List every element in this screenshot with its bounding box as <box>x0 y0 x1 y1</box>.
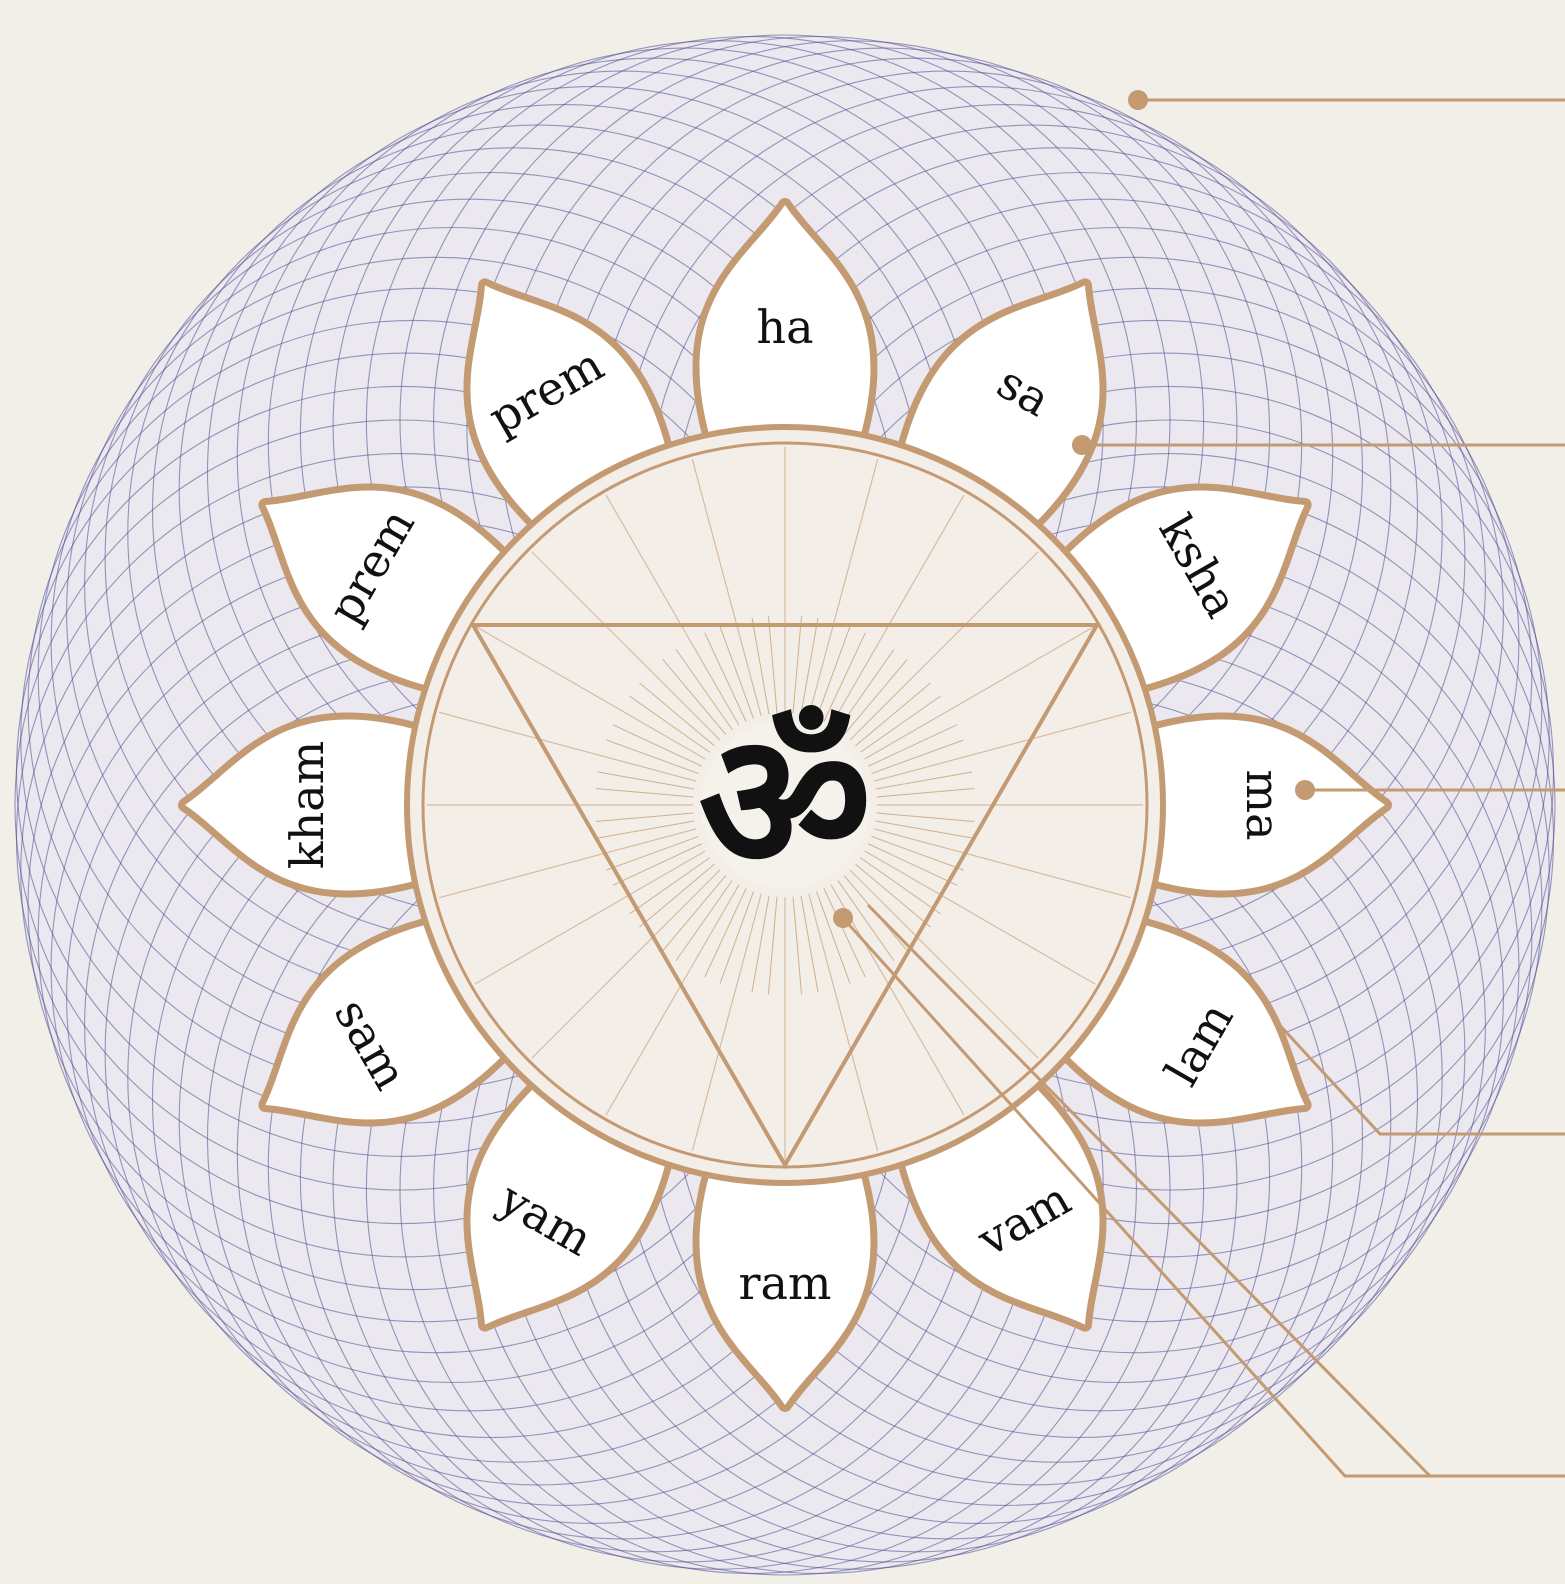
petal-label: kham <box>280 741 334 870</box>
callout-dot <box>1128 90 1148 110</box>
center-symbol-group: ॐ <box>698 692 871 913</box>
petal-label: ram <box>738 1256 831 1310</box>
om-symbol-icon: ॐ <box>698 692 871 913</box>
petal-label: ma <box>1236 769 1290 840</box>
petal-label: ha <box>756 300 813 354</box>
callout-dot <box>1295 780 1315 800</box>
callout-dot <box>1072 435 1092 455</box>
